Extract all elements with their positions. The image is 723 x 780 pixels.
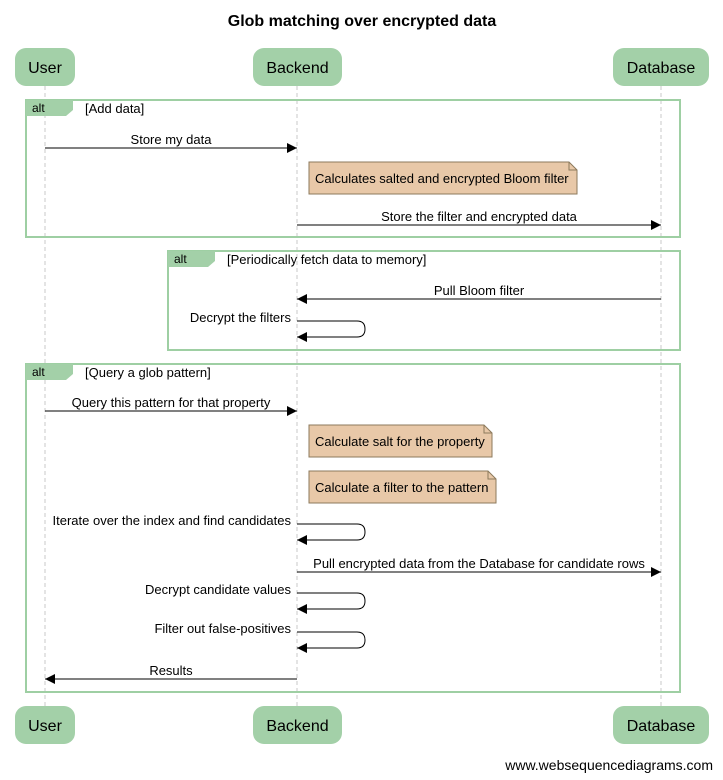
note-label: Calculates salted and encrypted Bloom fi…: [315, 171, 569, 186]
participant-box: [15, 48, 75, 86]
participant-label: User: [28, 718, 62, 735]
note: Calculate salt for the property: [308, 424, 493, 458]
message-label: Results: [149, 663, 193, 678]
frame-tag: [26, 100, 73, 116]
message: Store my data: [45, 132, 297, 153]
alt-frame: alt [Query a glob pattern]: [25, 363, 681, 693]
message: Pull encrypted data from the Database fo…: [297, 556, 661, 577]
self-message: Filter out false-positives: [154, 621, 366, 653]
participant-label: Backend: [266, 718, 328, 735]
note-box: [308, 470, 497, 504]
self-message: Decrypt candidate values: [145, 582, 366, 614]
note-box: [308, 424, 493, 458]
message-label: Query this pattern for that property: [72, 395, 271, 410]
participant-label: Backend: [266, 60, 328, 77]
frame-tag-label: alt: [32, 101, 45, 115]
participant-label: User: [28, 60, 62, 77]
self-message: Iterate over the index and find candidat…: [53, 513, 366, 545]
message-label: Store the filter and encrypted data: [381, 209, 578, 224]
alt-frame: alt [Periodically fetch data to memory]: [167, 250, 681, 351]
message-label: Store my data: [131, 132, 213, 147]
participant-user-bottom: User: [15, 706, 75, 744]
participant-user-top: User: [15, 48, 75, 86]
note: Calculates salted and encrypted Bloom fi…: [308, 161, 578, 195]
note-label: Calculate salt for the property: [315, 434, 485, 449]
frame-tag-label: alt: [174, 252, 187, 266]
participant-backend-bottom: Backend: [253, 706, 342, 744]
note-box: [308, 161, 578, 195]
frame-condition: [Query a glob pattern]: [85, 365, 211, 380]
footer-watermark: www.websequencediagrams.com: [504, 757, 713, 773]
self-message-arrow: [297, 523, 366, 545]
self-message-arrow: [297, 320, 366, 342]
message-label: Pull encrypted data from the Database fo…: [313, 556, 645, 571]
note-fold: [568, 162, 577, 171]
participant-box: [253, 706, 342, 744]
message: Pull Bloom filter: [297, 283, 661, 304]
alt-frames: alt [Add data] alt [Periodically fetch data…: [25, 99, 681, 693]
message: Store the filter and encrypted data: [297, 209, 661, 230]
participant-box: [613, 706, 709, 744]
frame-condition: [Add data]: [85, 101, 144, 116]
frame-border: [167, 250, 681, 351]
message: Results: [45, 663, 297, 684]
self-message-arrow: [297, 631, 366, 653]
note-fold: [483, 425, 492, 434]
self-message-label: Decrypt the filters: [190, 310, 292, 325]
frame-tag-label: alt: [32, 365, 45, 379]
frame-tag: [168, 251, 215, 267]
note-fold: [487, 471, 496, 480]
participant-box: [253, 48, 342, 86]
self-message-label: Filter out false-positives: [154, 621, 291, 636]
participant-label: Database: [627, 718, 696, 735]
participant-database-bottom: Database: [613, 706, 709, 744]
diagram-title: Glob matching over encrypted data: [228, 13, 497, 30]
message-label: Pull Bloom filter: [434, 283, 525, 298]
participant-box: [15, 706, 75, 744]
self-message-label: Decrypt candidate values: [145, 582, 291, 597]
self-message-label: Iterate over the index and find candidat…: [53, 513, 292, 528]
lifelines: [44, 86, 662, 706]
note-label: Calculate a filter to the pattern: [315, 480, 488, 495]
self-message: Decrypt the filters: [190, 310, 366, 342]
frame-border: [25, 363, 681, 693]
note: Calculate a filter to the pattern: [308, 470, 497, 504]
participant-label: Database: [627, 60, 696, 77]
frame-border: [25, 99, 681, 238]
frame-tag: [26, 364, 73, 380]
participant-database-top: Database: [613, 48, 709, 86]
participant-box: [613, 48, 709, 86]
frame-condition: [Periodically fetch data to memory]: [227, 252, 426, 267]
participant-backend-top: Backend: [253, 48, 342, 86]
message: Query this pattern for that property: [45, 395, 297, 416]
self-message-arrow: [297, 592, 366, 614]
alt-frame: alt [Add data]: [25, 99, 681, 238]
